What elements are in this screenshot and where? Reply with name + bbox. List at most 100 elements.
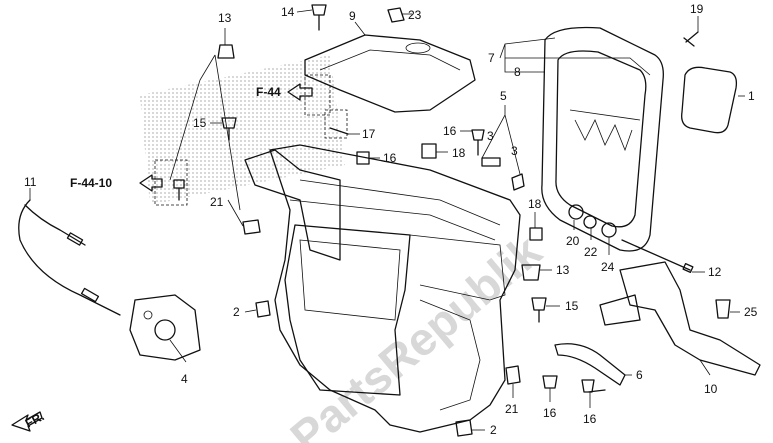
callout-11: 11 (24, 175, 37, 189)
ref-box-f44 (304, 74, 331, 116)
bolt-13-upper (217, 44, 235, 59)
ref-arrow-f44 (287, 83, 313, 101)
lid-hinge-teeth (574, 119, 633, 152)
callout-8: 8 (514, 65, 521, 79)
bracket-flange (599, 294, 641, 326)
leader-9 (354, 21, 366, 36)
nut-18-lower (529, 227, 543, 241)
ref-label-f4410: F-44-10 (70, 176, 112, 190)
screw-19 (683, 31, 699, 47)
callout-25: 25 (744, 305, 758, 319)
leader-14 (296, 9, 313, 13)
callout-13-lower: 13 (556, 263, 570, 277)
leader-5 (481, 105, 521, 175)
callout-16-lower-left: 16 (543, 406, 557, 420)
housing-top-rim-inner (289, 199, 496, 241)
seal-part-1 (681, 66, 738, 134)
housing-lower-side (419, 299, 481, 411)
latch-rivet (143, 310, 153, 320)
housing-top-rim (299, 179, 501, 226)
callout-14: 14 (281, 5, 295, 19)
housing-front-opening (284, 224, 411, 396)
washer-22 (583, 215, 597, 229)
leader-13-fan (169, 54, 241, 211)
ref-label-f44: F-44 (256, 85, 281, 99)
ref-arrow-f4410 (139, 174, 163, 192)
leader-4 (169, 339, 187, 363)
housing-inner-wall (299, 239, 401, 321)
callout-19: 19 (690, 2, 704, 16)
nut-2-lower (455, 419, 473, 437)
callout-10: 10 (704, 382, 718, 396)
callout-2-upper: 2 (233, 305, 240, 319)
housing-side-wall (409, 234, 506, 301)
leader-lines (29, 9, 745, 431)
rod-part-12 (621, 239, 691, 271)
callout-1: 1 (748, 89, 755, 103)
bolt-13-lower (521, 264, 541, 281)
cable-end-upper (66, 232, 84, 246)
nut-20 (568, 204, 584, 220)
leader-21-upper (227, 199, 244, 227)
cable-part-11 (18, 199, 121, 316)
callout-16-upper: 16 (443, 124, 457, 138)
callout-22: 22 (584, 245, 598, 259)
callout-2-lower: 2 (490, 423, 497, 437)
bolt-14 (311, 4, 327, 31)
cable-end-lower (80, 287, 100, 303)
callout-24: 24 (601, 260, 615, 274)
shaded-region (140, 55, 345, 205)
callout-18-lower: 18 (528, 197, 542, 211)
callout-17: 17 (362, 127, 376, 141)
callout-9: 9 (349, 9, 356, 23)
callout-16-mid: 16 (383, 151, 397, 165)
lid-frame-part-7 (541, 26, 664, 252)
callout-12: 12 (708, 265, 722, 279)
front-label: FR. (23, 409, 47, 430)
main-housing (269, 144, 521, 433)
fasteners (173, 4, 731, 437)
lid-frame-rib (569, 109, 641, 121)
screw-17 (329, 127, 349, 135)
screw-16-lower-right (581, 379, 606, 393)
bolt-15-lower (531, 297, 547, 323)
clip-21-upper (242, 219, 261, 235)
cover-plate-part-9 (304, 34, 476, 113)
label-3-left (481, 157, 501, 167)
nut-16 (356, 151, 370, 165)
housing-bracket (244, 149, 341, 261)
bolt-25 (715, 299, 731, 319)
clip-3-right (511, 173, 525, 191)
nut-16-lower-left (542, 375, 558, 389)
clip-23 (387, 7, 405, 23)
cable-upper-run (24, 204, 86, 246)
callout-3-left: 3 (487, 129, 494, 143)
cover-plate-hole (405, 42, 431, 54)
callout-21-upper: 21 (210, 195, 224, 209)
callout-7: 7 (488, 51, 495, 65)
callout-5: 5 (500, 89, 507, 103)
callout-21-lower: 21 (505, 402, 519, 416)
rod-end (682, 262, 694, 274)
callout-20: 20 (566, 234, 580, 248)
strip-part-6 (554, 343, 626, 386)
bolt-15-upper (221, 117, 237, 141)
front-arrow (11, 411, 43, 432)
callout-18-upper: 18 (452, 146, 466, 160)
callout-3-right: 3 (511, 144, 518, 158)
latch-spring (154, 319, 176, 341)
ref-box-f4410 (154, 159, 188, 206)
callout-13-upper: 13 (218, 11, 232, 25)
ref-box-17 (324, 109, 348, 139)
clip-21-lower (505, 365, 521, 385)
bracket-part-10 (619, 261, 761, 376)
cover-plate-ridge (319, 49, 461, 71)
leader-2-upper (244, 309, 257, 313)
callout-4: 4 (181, 372, 188, 386)
lid-frame-inner-part-8 (555, 50, 647, 228)
latch-part-4 (129, 294, 201, 361)
bolt-16-upper (471, 129, 485, 156)
callout-6: 6 (636, 368, 643, 382)
